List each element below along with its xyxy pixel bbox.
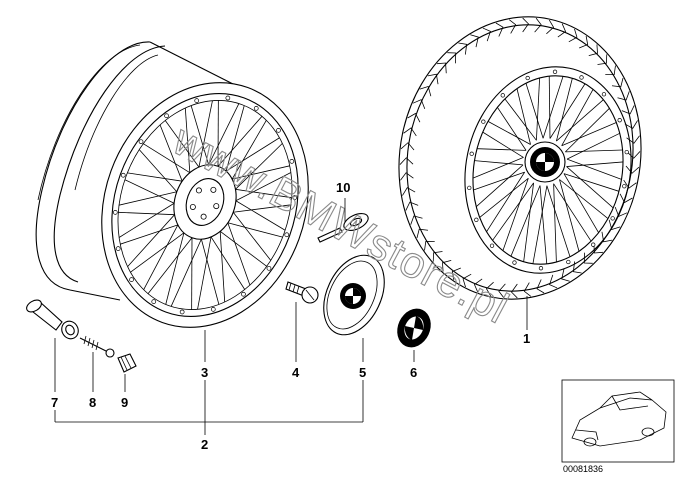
leader-lines xyxy=(54,198,528,435)
lug-bolt-holes xyxy=(189,186,220,220)
callout-8: 8 xyxy=(89,395,96,410)
rim-rivets xyxy=(112,95,298,315)
callout-4: 4 xyxy=(292,365,300,380)
wheel-bolt xyxy=(285,281,319,304)
tyre-tread xyxy=(399,17,641,299)
callout-9: 9 xyxy=(121,395,128,410)
complete-wheel-with-tyre xyxy=(398,16,642,300)
bmw-emblem xyxy=(397,308,431,348)
callout-6: 6 xyxy=(410,365,417,380)
callout-3: 3 xyxy=(201,365,208,380)
reference-number: 00081836 xyxy=(563,464,603,474)
valve-cap xyxy=(117,353,137,373)
bmw-emblem-on-wheel xyxy=(530,147,560,177)
callout-labels: 10 1 3 4 5 6 7 8 9 2 xyxy=(51,180,530,452)
callout-7: 7 xyxy=(51,395,58,410)
hub-cap xyxy=(323,254,385,336)
vehicle-thumbnail xyxy=(561,379,675,463)
tyre-valve xyxy=(26,299,79,340)
rim-barrel xyxy=(35,41,236,301)
valve-insert xyxy=(79,335,115,358)
callout-2: 2 xyxy=(201,437,208,452)
callout-10: 10 xyxy=(336,180,350,195)
removal-tool xyxy=(317,213,369,243)
alloy-wheel-rim xyxy=(101,82,309,328)
callout-1: 1 xyxy=(523,331,530,346)
callout-5: 5 xyxy=(359,365,366,380)
